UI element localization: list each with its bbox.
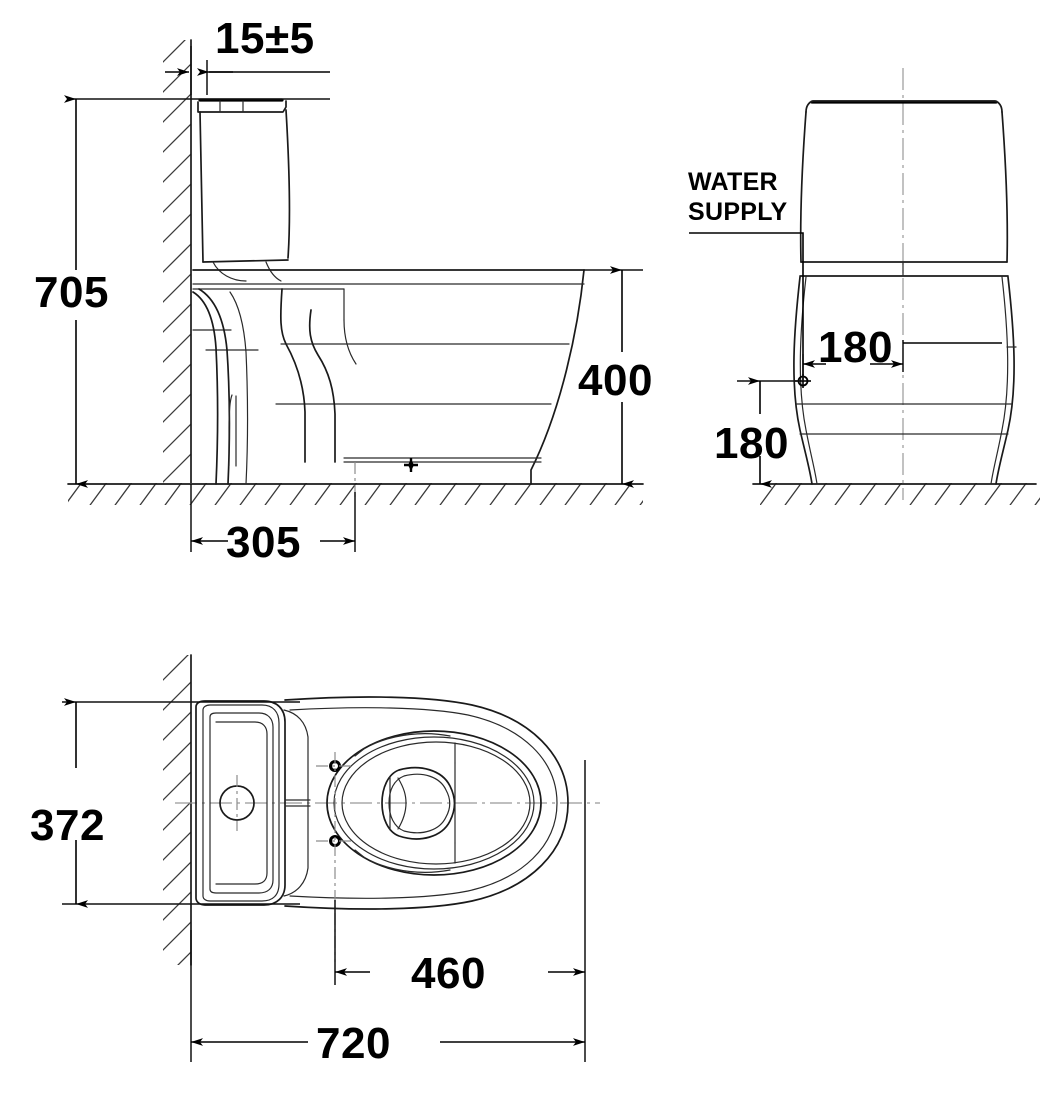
dimension-total-height: 705 (34, 95, 330, 488)
dimension-plan-width: 372 (30, 698, 300, 908)
dimension-supply-offset-text: 180 (818, 323, 893, 372)
floor-bolt-marker-side (404, 458, 418, 472)
dimension-overall-depth: 720 (190, 930, 586, 1068)
dimension-supply-height-text: 180 (714, 419, 789, 468)
wall-hatch-plan (163, 655, 191, 965)
dimension-rough-in: 305 (190, 484, 356, 567)
cistern-front (799, 100, 1009, 277)
bolt-hole-upper (316, 760, 354, 772)
floor-hatch-front (760, 483, 1040, 505)
dimension-plan-width-text: 372 (30, 801, 105, 850)
dimension-overall-depth-text: 720 (316, 1019, 391, 1068)
dimension-bowl-projection: 460 (334, 760, 586, 998)
front-elevation-view: WATER SUPPLY 180 180 (688, 68, 1040, 505)
bolt-hole-lower (316, 835, 354, 847)
plan-view: 372 460 720 (30, 654, 600, 1068)
dimension-supply-offset: 180 (802, 323, 1002, 381)
dimension-supply-height: 180 (714, 377, 800, 488)
dimension-bowl-projection-text: 460 (411, 949, 486, 998)
dimension-total-height-text: 705 (34, 268, 109, 317)
wall-hatch-side (163, 40, 191, 490)
dimension-seat-height-text: 400 (578, 356, 653, 405)
side-elevation-view: 15±5 705 400 305 (34, 14, 653, 567)
floor-hatch-side (68, 483, 643, 505)
water-supply-label-line1: WATER (688, 168, 778, 196)
dimension-wall-gap-text: 15±5 (215, 14, 315, 63)
dimension-rough-in-text: 305 (226, 518, 301, 567)
water-supply-label: WATER SUPPLY (688, 168, 804, 376)
water-supply-label-line2: SUPPLY (688, 198, 788, 226)
bowl-side (192, 269, 585, 485)
dimension-seat-height: 400 (578, 266, 653, 488)
bowl-front (793, 276, 1017, 485)
dimension-wall-gap: 15±5 (165, 14, 330, 95)
cistern-side (197, 98, 291, 282)
bowl-plan (284, 696, 569, 910)
